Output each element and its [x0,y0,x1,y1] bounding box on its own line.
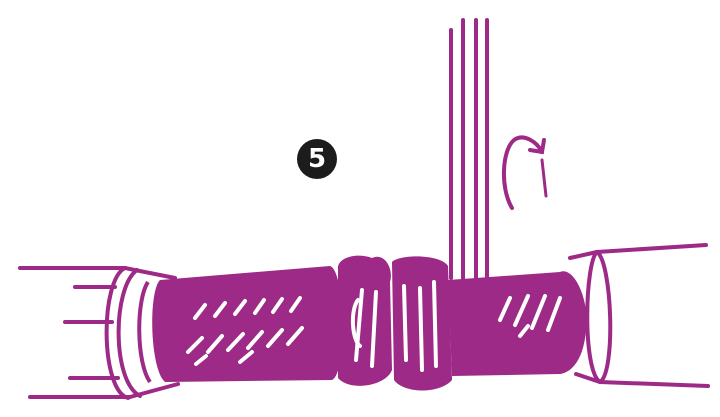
step-number-badge: 5 [297,139,337,179]
vertical-tube-lines [451,20,487,278]
left-coupling-body [139,266,342,382]
rotation-arrow-icon [504,138,546,208]
right-pipe [570,245,708,386]
